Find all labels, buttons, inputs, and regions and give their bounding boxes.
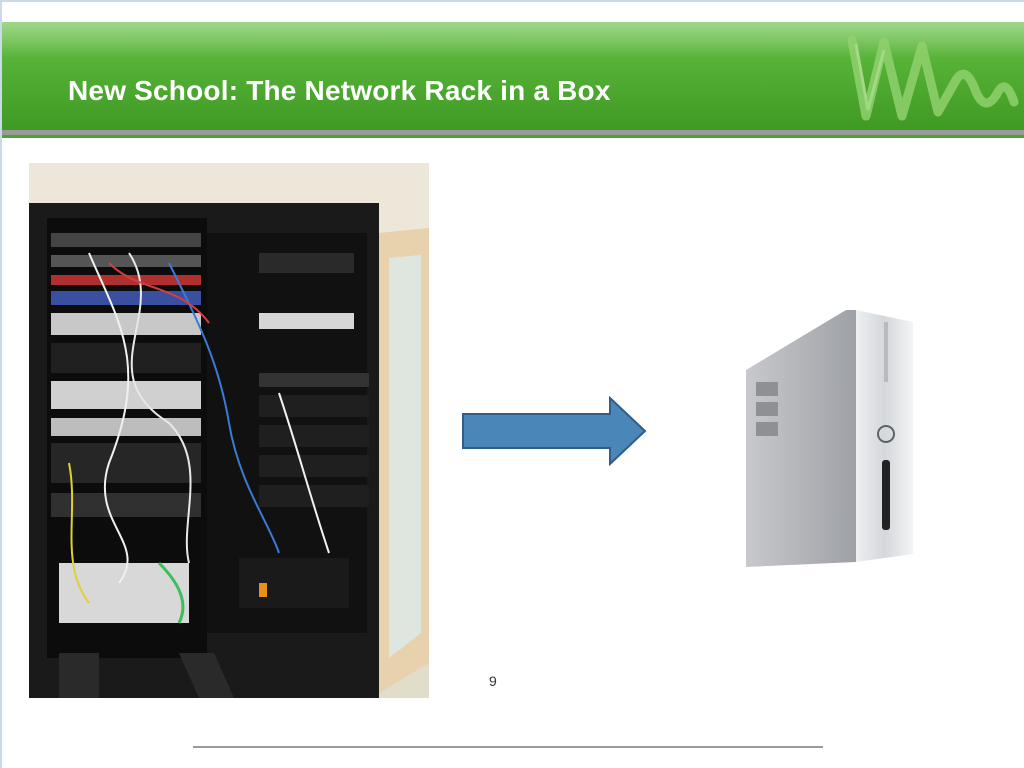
slide-frame-left [0, 0, 2, 768]
wave-logo [847, 35, 1019, 121]
footer-rule [193, 746, 823, 748]
photo-network-rack [29, 163, 429, 698]
header-rule-green [2, 135, 1024, 138]
photo-desktop-pc [688, 282, 984, 572]
right-arrow-icon [462, 396, 647, 466]
header-rule-grey [2, 130, 1024, 135]
slide-title: New School: The Network Rack in a Box [68, 75, 611, 106]
page-number: 9 [489, 673, 497, 689]
slide-frame-top [0, 0, 1024, 2]
